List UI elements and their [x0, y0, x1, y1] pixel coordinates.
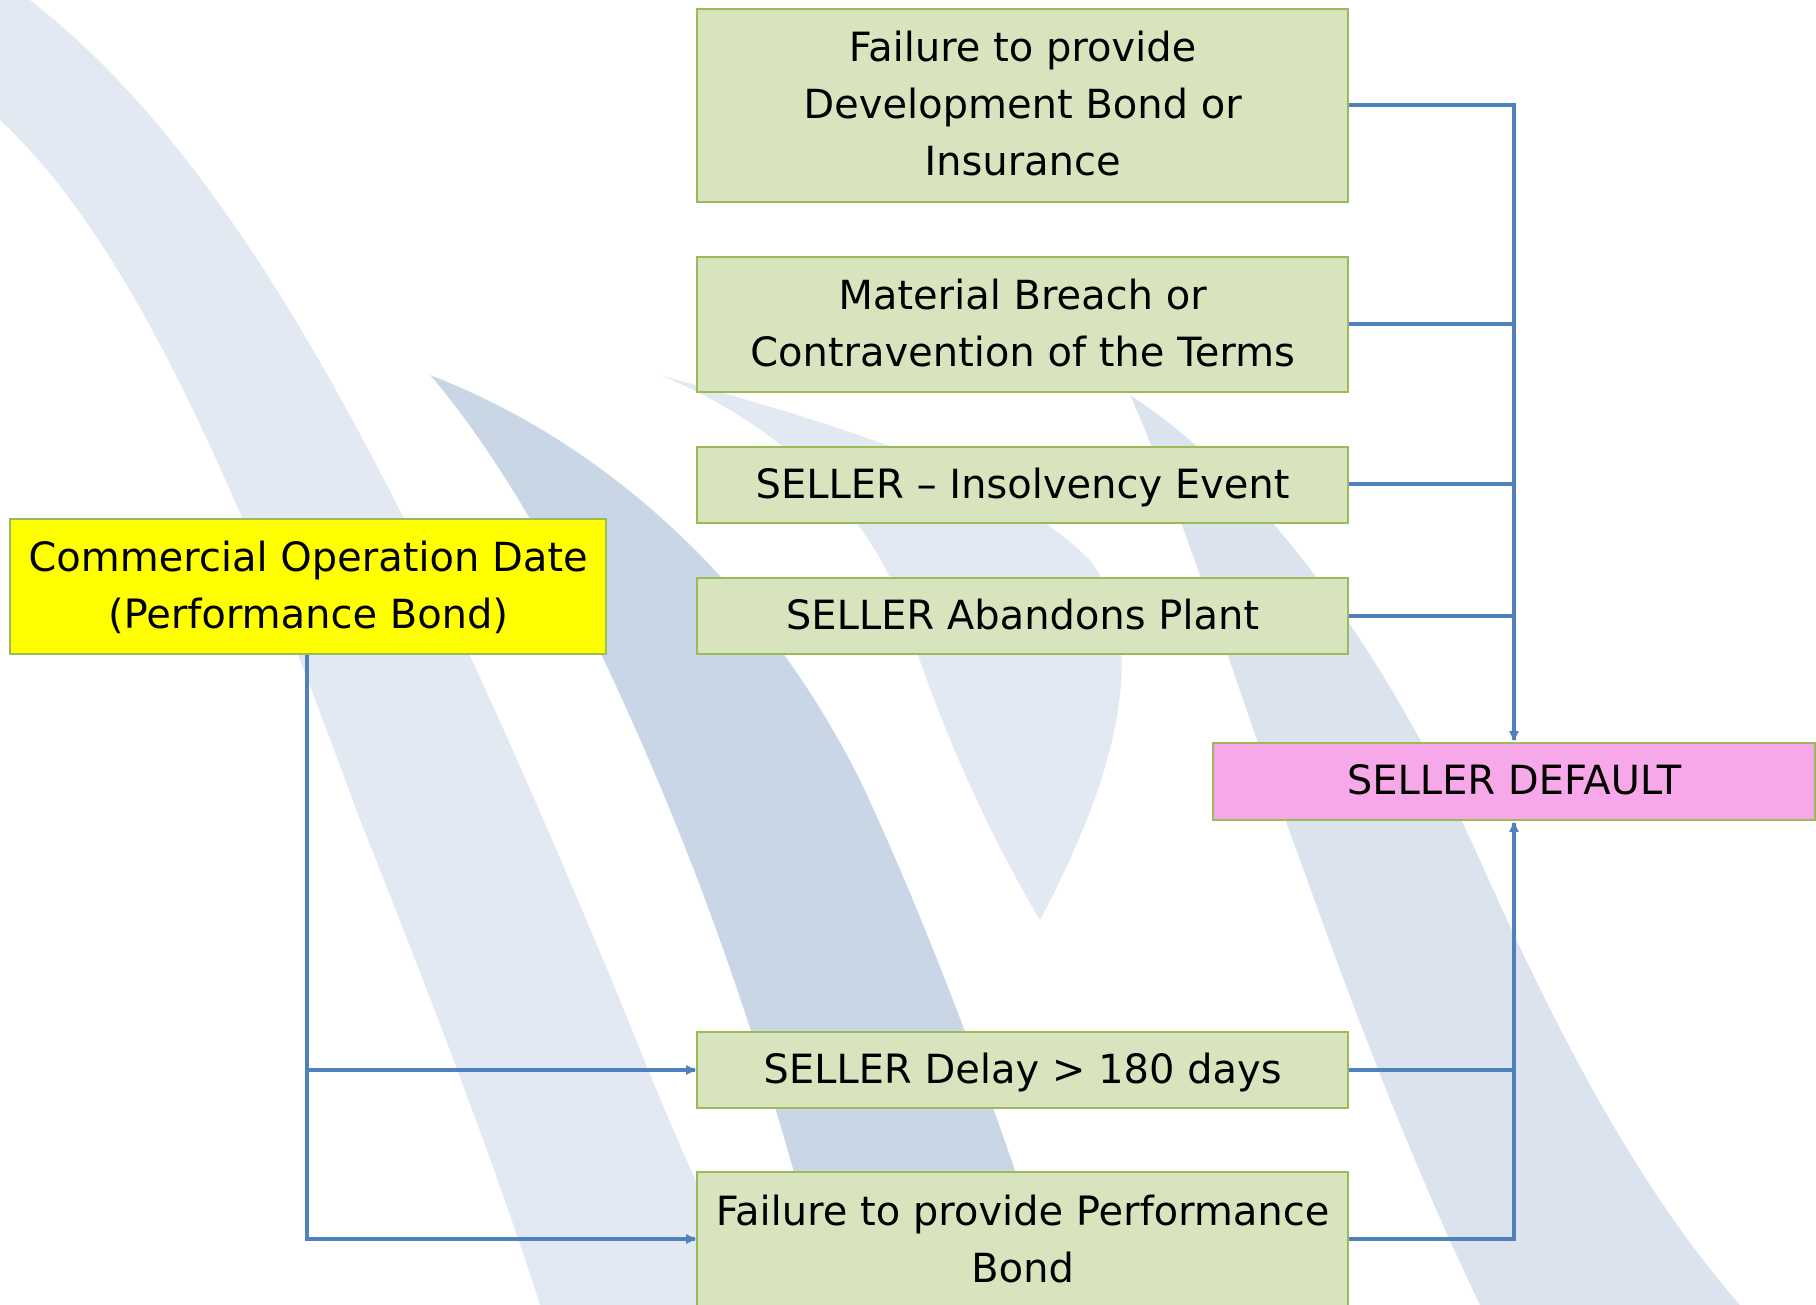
box-commercial-operation-date: Commercial Operation Date (Performance B…: [9, 518, 607, 655]
box-dev-bond-failure: Failure to provide Development Bond or I…: [696, 8, 1349, 203]
box-performance-bond-failure: Failure to provide Performance Bond: [696, 1171, 1349, 1305]
box-seller-default: SELLER DEFAULT: [1212, 742, 1816, 821]
box-insolvency-event: SELLER – Insolvency Event: [696, 446, 1349, 524]
box-abandons-plant: SELLER Abandons Plant: [696, 577, 1349, 655]
box-material-breach: Material Breach or Contravention of the …: [696, 256, 1349, 393]
box-seller-delay: SELLER Delay > 180 days: [696, 1031, 1349, 1109]
